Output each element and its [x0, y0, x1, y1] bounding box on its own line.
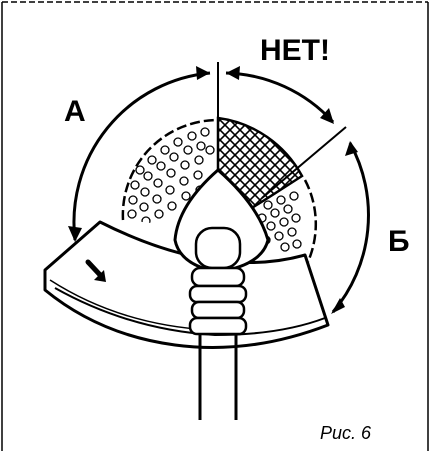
figure-caption: Рис. 6	[320, 423, 372, 443]
shaft-coupling	[188, 226, 248, 336]
forbidden-zone-label: НЕТ!	[260, 34, 330, 67]
arc-arrow-forbidden	[225, 66, 335, 124]
zone-a-label: А	[64, 95, 86, 128]
arc-arrow-a	[68, 66, 211, 242]
disc-zone-b-edge	[303, 179, 318, 269]
zone-b-label: Б	[388, 225, 410, 258]
arc-arrow-b	[331, 141, 370, 314]
shaft-tube	[198, 334, 238, 420]
arrow-icon	[85, 259, 106, 282]
divider-diagonal	[261, 126, 347, 199]
disc-zone-a-edge	[121, 118, 219, 221]
